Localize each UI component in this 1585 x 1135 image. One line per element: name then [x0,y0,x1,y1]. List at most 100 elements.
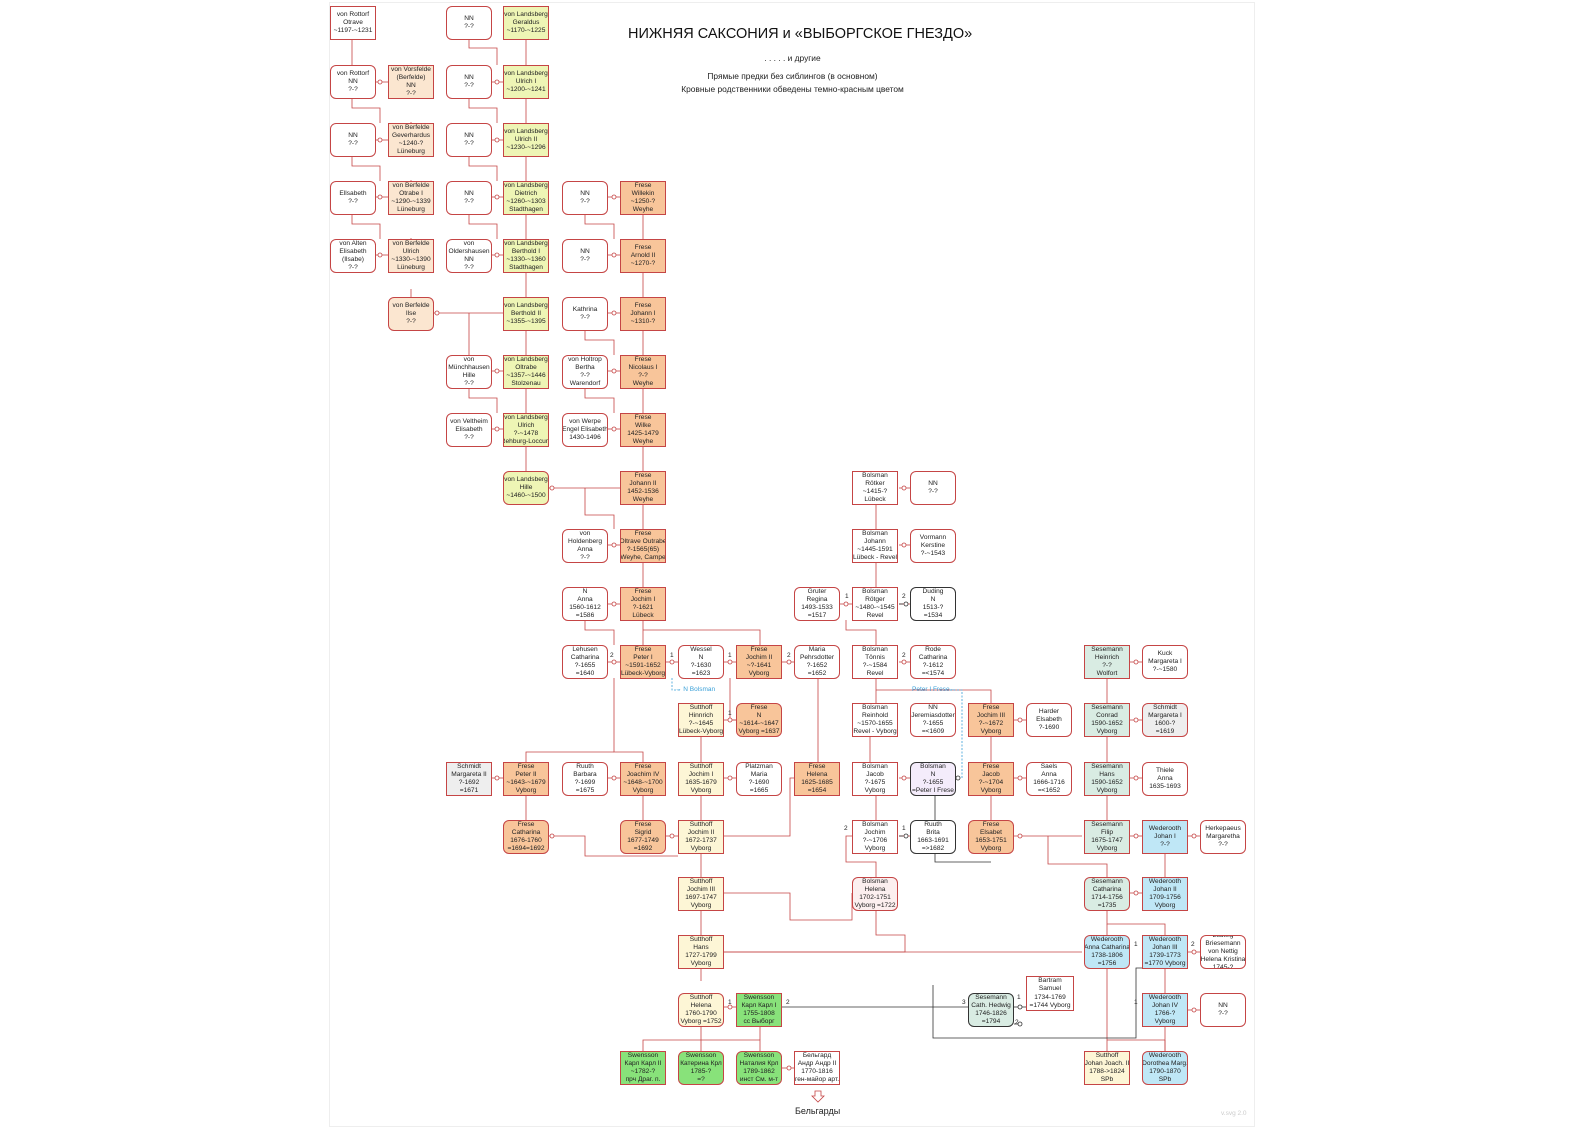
person-box-vorsfelde[interactable]: von Vorsfelde(Berfelde)NN?-? [388,65,434,99]
person-box-nn_a1[interactable]: NN?-? [446,6,492,40]
person-box-kathrina[interactable]: Kathrina?-? [562,297,608,331]
person-box-ellsabeth[interactable]: Ellsabeth?-? [330,181,376,215]
person-box-nn_b4[interactable]: NN?-? [562,181,608,215]
person-box-nn_bol[interactable]: NN?-? [910,471,956,505]
person-box-nn_w[interactable]: NN?-? [1200,993,1246,1027]
person-box-nn_a2[interactable]: NN?-? [446,65,492,99]
person-box-nn_a4[interactable]: NN?-? [446,181,492,215]
person-box-nn_a3[interactable]: NN?-? [446,123,492,157]
cross-link-to-peter-frese[interactable]: Peter I Frese← [912,686,957,693]
person-box-nn_b5[interactable]: NN?-? [562,239,608,273]
person-box-nn_r3[interactable]: NN?-? [330,123,376,157]
cross-link-to-bolsman[interactable]: → N Bolsman [675,686,716,693]
